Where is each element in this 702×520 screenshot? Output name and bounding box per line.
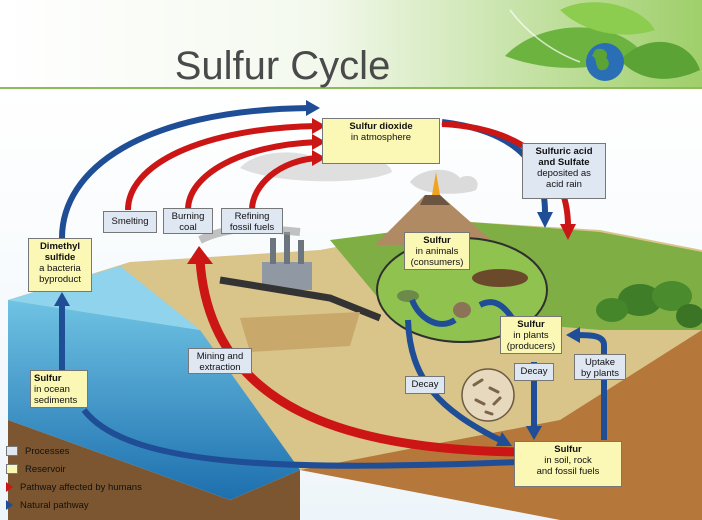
ocean-surface: [8, 266, 200, 330]
bacteria-icon: [472, 378, 502, 416]
legend-human-label: Pathway affected by humans: [20, 481, 142, 493]
human-pathway-arrows: [125, 121, 571, 457]
sulfur-ocean-title: Sulfur: [34, 373, 62, 384]
sulfuric-acid-title-1: Sulfuric acid: [535, 146, 593, 157]
decay-right-label: Decay: [520, 366, 548, 377]
refining-line-2: fossil fuels: [229, 222, 275, 233]
refining-box: Refining fossil fuels: [221, 208, 283, 234]
fox-silhouette: [472, 269, 528, 287]
dimethyl-sulfide-box: Dimethyl sulfide a bacteria byproduct: [28, 238, 92, 292]
ocean-sediment: [8, 420, 300, 520]
mining-field: [240, 312, 360, 352]
decay-right-box: Decay: [514, 363, 554, 381]
arrow-soil-to-mining: [195, 259, 521, 457]
rabbit-silhouette: [453, 302, 471, 318]
frog-silhouette: [397, 290, 419, 302]
uptake-box: Uptake by plants: [574, 354, 626, 380]
uptake-line-1: Uptake: [584, 357, 616, 368]
sulfur-plants-sub-2: (producers): [506, 341, 556, 352]
mining-box: Mining and extraction: [188, 348, 252, 374]
sulfuric-acid-sub-2: acid rain: [546, 179, 582, 190]
sulfur-ocean-box: Sulfur in ocean sediments: [30, 370, 88, 408]
legend-human: Pathway affected by humans: [6, 479, 142, 495]
sulfur-animals-box: Sulfur in animals (consumers): [404, 232, 470, 270]
legend-reservoir-label: Reservoir: [25, 463, 66, 475]
blue-triangle-icon: [6, 500, 13, 510]
decay-left-label: Decay: [411, 379, 439, 390]
decay-left-box: Decay: [405, 376, 445, 394]
red-triangle-icon: [6, 482, 13, 492]
sulfur-animals-sub-2: (consumers): [410, 257, 464, 268]
sulfuric-acid-box: Sulfuric acid and Sulfate deposited as a…: [522, 143, 606, 199]
sulfuric-acid-sub-1: deposited as: [537, 168, 591, 179]
legend-reservoir: Reservoir: [6, 461, 142, 477]
legend-processes: Processes: [6, 443, 142, 459]
mining-line-1: Mining and: [196, 351, 244, 362]
sulfur-dioxide-sub: in atmosphere: [350, 132, 412, 143]
legend-processes-label: Processes: [25, 445, 70, 457]
sulfur-plants-box: Sulfur in plants (producers): [500, 316, 562, 354]
sulfur-ocean-sub-2: sediments: [34, 395, 78, 406]
sulfur-plants-sub-1: in plants: [513, 330, 549, 341]
ocean-block: [8, 300, 300, 500]
mining-line-2: extraction: [199, 362, 241, 373]
road: [219, 276, 382, 322]
process-swatch-icon: [6, 446, 18, 456]
forest: [596, 281, 702, 328]
arrow-plants-to-animals: [478, 299, 515, 320]
arrow-refining: [249, 155, 319, 211]
reservoir-swatch-icon: [6, 464, 18, 474]
sulfur-ocean-sub-1: in ocean: [34, 384, 70, 395]
sulfuric-acid-title-2: and Sulfate: [538, 157, 590, 168]
sulfur-dioxide-box: Sulfur dioxide in atmosphere: [322, 118, 440, 164]
burning-coal-line-2: coal: [179, 222, 197, 233]
sulfur-soil-box: Sulfur in soil, rock and fossil fuels: [514, 441, 622, 487]
arrow-smelting: [125, 123, 319, 211]
dimethyl-title-1: Dimethyl: [39, 241, 81, 252]
legend-natural-label: Natural pathway: [20, 499, 89, 511]
sulfur-plants-title: Sulfur: [517, 319, 545, 330]
sulfur-dioxide-title: Sulfur dioxide: [349, 121, 413, 132]
sulfur-soil-sub-1: in soil, rock: [544, 455, 592, 466]
uptake-line-2: by plants: [580, 368, 620, 379]
bacteria-inset: [461, 368, 515, 422]
sulfur-soil-title: Sulfur: [554, 444, 582, 455]
legend: Processes Reservoir Pathway affected by …: [6, 443, 142, 515]
page-title: Sulfur Cycle: [174, 44, 391, 88]
dimethyl-sub-2: byproduct: [39, 274, 81, 285]
legend-natural: Natural pathway: [6, 497, 142, 513]
arrow-animals-cycle: [409, 298, 457, 327]
arrow-burning-coal: [185, 139, 319, 211]
smelting-label: Smelting: [111, 216, 149, 227]
dimethyl-title-2: sulfide: [44, 252, 76, 263]
refining-line-1: Refining: [234, 211, 270, 222]
smelting-box: Smelting: [103, 211, 157, 233]
sulfur-animals-title: Sulfur: [423, 235, 451, 246]
burning-coal-box: Burning coal: [163, 208, 213, 234]
sulfur-animals-sub-1: in animals: [415, 246, 459, 257]
burning-coal-line-1: Burning: [171, 211, 205, 222]
dimethyl-sub-1: a bacteria: [39, 263, 81, 274]
sulfur-soil-sub-2: and fossil fuels: [536, 466, 600, 477]
human-arrowheads: [187, 118, 576, 264]
arrow-dms-to-so2: [59, 105, 311, 239]
arrow-ocean-to-soil: [81, 408, 521, 469]
leaf-globe-icon: [505, 2, 700, 81]
